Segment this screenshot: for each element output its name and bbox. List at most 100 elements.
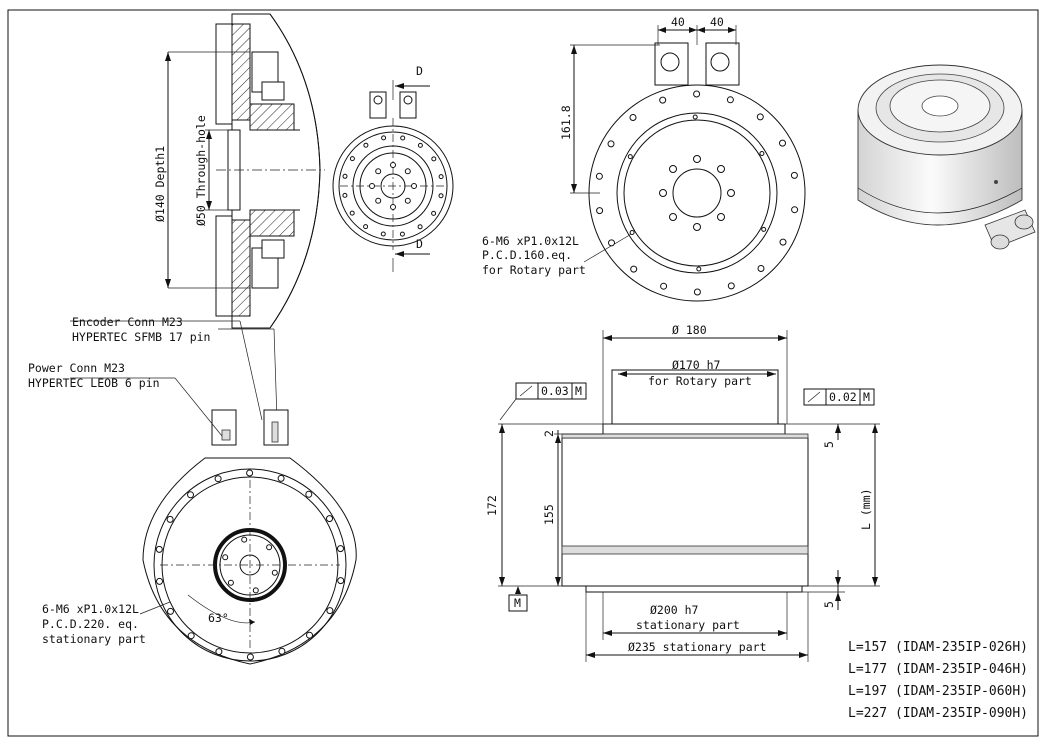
bolt-hole [266, 544, 273, 551]
bolt-hole [779, 238, 787, 246]
bolt-hole [215, 648, 223, 656]
bolt-hole [596, 207, 604, 215]
bolt-hole [404, 197, 411, 204]
bolt-hole [187, 491, 194, 499]
bolt-hole [431, 210, 437, 216]
bolt-hole [717, 213, 725, 221]
dim-40-right-label: 40 [710, 15, 724, 29]
bolt-hole [252, 587, 259, 594]
bolt-hole [627, 154, 633, 160]
rotary-holes-line-3: for Rotary part [482, 263, 586, 277]
dim-200-line-1: Ø200 h7 [650, 603, 699, 617]
tol-right-value: 0.02 [829, 390, 857, 404]
stationary-front-view: 63° 6-M6 xP1.0x12L P.C.D.220. eq. statio… [28, 315, 357, 665]
d-top-label: D [416, 64, 423, 78]
side-elevation-view: Ø 180 Ø170 h7 for Rotary part 0.03 M 0.0… [485, 323, 880, 662]
datum-M-label: M [514, 596, 521, 610]
dim-161-8-label: 161.8 [559, 105, 573, 140]
bolt-hole [326, 607, 334, 615]
bolt-hole [607, 140, 615, 148]
isometric-view [857, 64, 1036, 250]
bolt-hole [696, 266, 702, 272]
bolt-hole [438, 193, 444, 199]
dim-50-label: Ø50 Through-hole [194, 115, 208, 226]
bolt-hole [629, 114, 637, 121]
bolt-hole [278, 647, 286, 655]
bolt-hole [342, 173, 348, 179]
bolt-hole [757, 265, 765, 272]
bolt-hole [404, 168, 411, 175]
bolt-hole [727, 189, 735, 197]
bolt-hole [363, 142, 369, 148]
bolt-hole [305, 490, 313, 498]
bolt-hole [246, 653, 254, 661]
bolt-hole [693, 90, 701, 98]
dim-140-label: Ø140 Depth1 [153, 146, 167, 222]
dim-170-line-2: for Rotary part [648, 374, 752, 388]
bolt-hole [381, 135, 387, 141]
bolt-hole [227, 579, 234, 586]
bolt-hole [277, 474, 285, 482]
bolt-hole [693, 288, 701, 296]
bolt-hole [727, 282, 735, 290]
dim-2-label: 2 [542, 430, 556, 437]
dim-200-line-2: stationary part [636, 618, 740, 632]
dim-155-label: 155 [542, 504, 556, 525]
dim-40-left-label: 40 [671, 15, 685, 29]
small-front-view: D D [332, 64, 454, 272]
bolt-hole [337, 545, 344, 553]
bolt-hole [306, 631, 313, 639]
bolt-hole [692, 114, 698, 120]
encoder-line-2: HYPERTEC SFMB 17 pin [72, 330, 210, 344]
angle-63-label: 63° [208, 611, 229, 625]
rotary-holes-line-1: 6-M6 xP1.0x12L [482, 234, 579, 248]
bolt-hole [431, 156, 437, 162]
bolt-hole [790, 171, 798, 179]
bolt-hole [326, 515, 333, 523]
bolt-hole [155, 545, 163, 553]
bolt-hole [390, 162, 396, 168]
bolt-hole [726, 96, 734, 104]
bolt-hole [342, 192, 348, 198]
bolt-hole [693, 223, 701, 231]
drawing-frame [7, 9, 1039, 737]
tol-left-ref: M [575, 384, 582, 398]
model-line: L=227 (IDAM-235IP-090H) [848, 706, 1028, 721]
bolt-hole [390, 204, 396, 210]
model-line: L=157 (IDAM-235IP-026H) [848, 640, 1028, 655]
encoder-line-1: Encoder Conn M23 [72, 315, 183, 329]
bolt-hole [629, 230, 635, 235]
bolt-hole [669, 165, 677, 173]
bolt-hole [693, 155, 701, 163]
bolt-hole [214, 475, 222, 483]
tol-left-value: 0.03 [541, 384, 569, 398]
bolt-hole [659, 189, 667, 197]
dim-170-line-1: Ø170 h7 [672, 358, 721, 372]
bolt-hole [349, 156, 355, 162]
bolt-hole [438, 174, 444, 180]
bolt-hole [166, 515, 174, 523]
bolt-hole [595, 172, 603, 180]
bolt-hole [411, 183, 417, 189]
bolt-hole [337, 577, 345, 585]
rotary-front-view: 40 40 161.8 6-M6 xP1.0x12L P.C.D.160.eq.… [482, 15, 806, 302]
bolt-hole [167, 607, 174, 615]
tol-right-ref: M [863, 390, 870, 404]
bolt-hole [417, 142, 423, 148]
bolt-hole [271, 569, 278, 576]
bolt-hole [246, 469, 254, 477]
dim-5-bottom-label: 5 [822, 601, 836, 608]
bolt-hole [608, 239, 615, 247]
rotary-holes-line-2: P.C.D.160.eq. [482, 248, 572, 262]
bolt-hole [417, 224, 423, 230]
bolt-hole [779, 139, 786, 147]
bolt-hole [791, 206, 799, 214]
dim-180-label: Ø 180 [672, 323, 707, 337]
bolt-hole [756, 113, 764, 121]
bolt-hole [375, 197, 382, 204]
bolt-hole [187, 632, 195, 640]
model-length-list: L=157 (IDAM-235IP-026H) L=177 (IDAM-235I… [848, 640, 1028, 721]
stat-holes-line-2: P.C.D.220. eq. [42, 617, 139, 631]
